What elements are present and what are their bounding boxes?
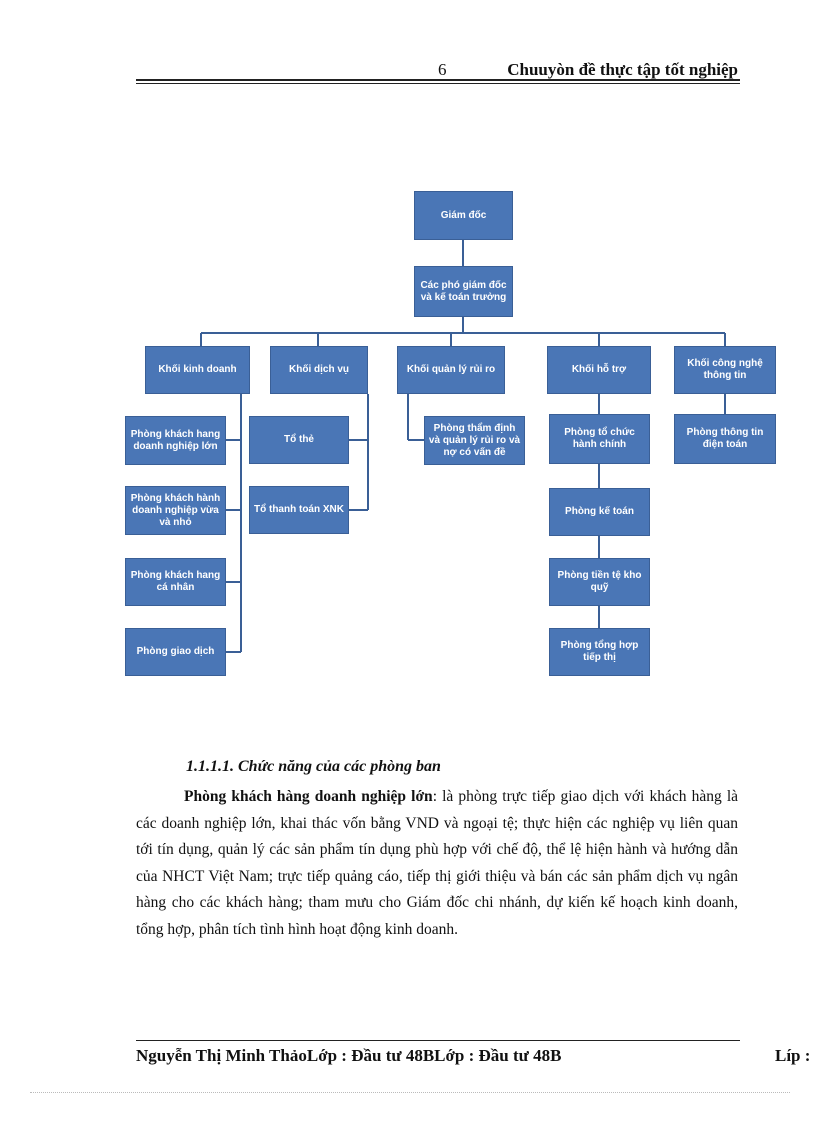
- footer-class: Líp :: [775, 1046, 811, 1065]
- box-unit-risk-appraisal: Phòng thẩm định và quản lý rủi ro và nợ …: [424, 416, 525, 465]
- box-unit-marketing: Phòng tổng hợp tiếp thị: [549, 628, 650, 676]
- box-unit-admin: Phòng tổ chức hành chính: [549, 414, 650, 464]
- footer-rule: [136, 1040, 740, 1041]
- page-bottom-dotted-line: [30, 1092, 790, 1093]
- box-unit-transaction: Phòng giao dịch: [125, 628, 226, 676]
- box-division-business: Khối kinh doanh: [145, 346, 250, 394]
- box-unit-card: Tổ thẻ: [249, 416, 349, 464]
- body-paragraph: Phòng khách hàng doanh nghiệp lớn: là ph…: [136, 784, 738, 943]
- box-unit-individual: Phòng khách hang cá nhân: [125, 558, 226, 606]
- box-division-services: Khối dịch vụ: [270, 346, 368, 394]
- box-deputy: Các phó giám đốc và kế toán trưởng: [414, 266, 513, 317]
- org-chart-connectors: [200, 240, 726, 653]
- page-header: 6 Chuuyòn đề thực tập tốt nghiệp: [136, 56, 740, 84]
- box-unit-accounting: Phòng kế toán: [549, 488, 650, 536]
- para-text: : là phòng trực tiếp giao dịch với khách…: [136, 788, 739, 938]
- box-division-risk: Khối quản lý rủi ro: [397, 346, 505, 394]
- header-rule-thin: [136, 83, 740, 84]
- box-unit-xnk: Tổ thanh toán XNK: [249, 486, 349, 534]
- box-director: Giám đốc: [414, 191, 513, 240]
- box-unit-large-corporate: Phòng khách hang doanh nghiệp lớn: [125, 416, 226, 465]
- box-unit-sme: Phòng khách hành doanh nghiệp vừa và nhỏ: [125, 486, 226, 535]
- box-unit-treasury: Phòng tiền tệ kho quỹ: [549, 558, 650, 606]
- para-bold-lead: Phòng khách hàng doanh nghiệp lớn: [184, 788, 433, 805]
- box-division-support: Khối hỗ trợ: [547, 346, 651, 394]
- box-division-it: Khối công nghệ thông tin: [674, 346, 776, 394]
- page-number: 6: [438, 60, 447, 79]
- header-rule: [136, 79, 740, 81]
- footer-author: Nguyễn Thị Minh ThảoLớp : Đầu tư 48BLớp …: [136, 1046, 562, 1065]
- header-title: Chuuyòn đề thực tập tốt nghiệp: [507, 60, 738, 79]
- section-title: 1.1.1.1. Chức năng của các phòng ban: [186, 758, 441, 775]
- box-unit-it-center: Phòng thông tin điện toán: [674, 414, 776, 464]
